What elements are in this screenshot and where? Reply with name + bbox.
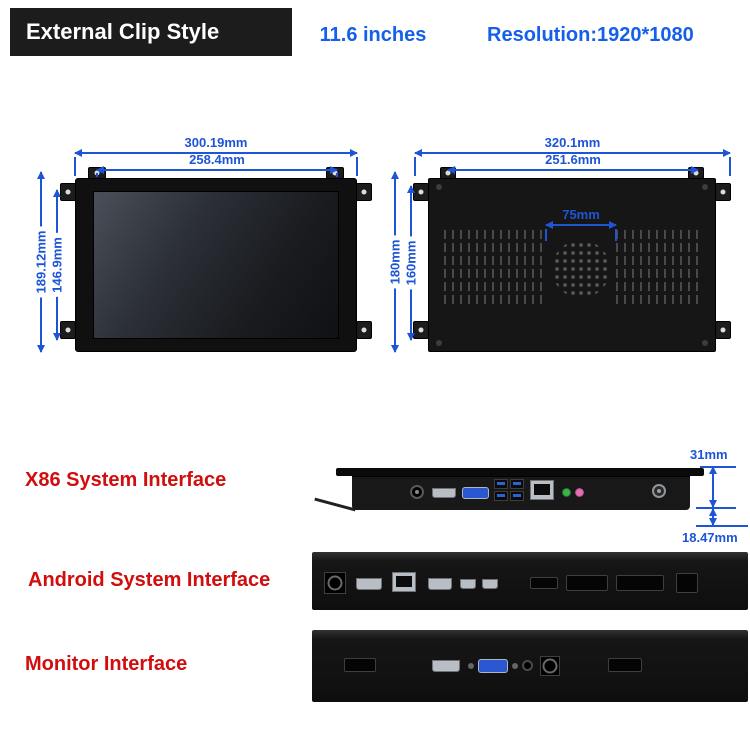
mount-clip [413, 321, 429, 339]
io-cutout [676, 573, 698, 593]
io-cutout [566, 575, 608, 591]
x86-device-front-edge [336, 468, 704, 476]
dim-front-outer-height: 189.12mm [34, 172, 49, 352]
style-title-text: External Clip Style [26, 19, 220, 44]
mount-clip [715, 321, 731, 339]
extension-line [615, 229, 617, 241]
io-cutout [344, 658, 376, 672]
extension-line [336, 173, 338, 177]
ethernet-port [392, 572, 416, 592]
ethernet-port [530, 480, 554, 500]
mount-clip [356, 183, 372, 201]
extension-line [74, 157, 76, 176]
mount-clip [60, 183, 76, 201]
dc-power-jack [540, 656, 560, 676]
dim-front-outer-width-label: 300.19mm [184, 135, 248, 150]
dim-front-inner-width: 258.4mm [97, 153, 337, 171]
io-cutout [616, 575, 664, 591]
mount-clip [60, 321, 76, 339]
audio-out-jack [562, 488, 571, 497]
dim-total-thickness [712, 467, 714, 507]
vga-port [462, 487, 489, 499]
dim-back-outer-height-label: 180mm [388, 235, 403, 289]
mount-clip [356, 321, 372, 339]
extension-line [729, 157, 731, 176]
dc-power-jack [410, 485, 424, 499]
hdmi-port [432, 488, 456, 498]
extension-line [545, 229, 547, 241]
usb-port [494, 491, 508, 501]
dim-back-outer-height: 180mm [388, 172, 403, 352]
dim-total-thickness-label: 31mm [690, 447, 728, 462]
audio-jack [522, 660, 533, 671]
mount-clip [413, 183, 429, 201]
io-cutout [530, 577, 558, 589]
mini-hdmi-port [482, 579, 498, 589]
io-cutout [608, 658, 642, 672]
extension-line [356, 157, 358, 176]
resolution-label: Resolution:1920*1080 [487, 24, 694, 46]
dim-front-outer-height-label: 189.12mm [34, 226, 49, 298]
dim-speaker-width-label: 75mm [562, 207, 600, 222]
extension-line [96, 173, 98, 177]
style-title-banner: External Clip Style [10, 8, 292, 56]
hdmi-port [432, 660, 460, 672]
dim-back-inner-width-label: 251.6mm [545, 152, 601, 167]
usb-port [510, 491, 524, 501]
mount-clip [715, 183, 731, 201]
mic-in-jack [575, 488, 584, 497]
dim-speaker-width: 75mm [546, 208, 616, 226]
dim-front-outer-width: 300.19mm [75, 136, 357, 154]
screw-hole [436, 184, 442, 190]
reference-line [696, 525, 748, 527]
usb-port [510, 479, 524, 489]
dim-front-inner-width-label: 258.4mm [189, 152, 245, 167]
vent-grille [444, 228, 546, 304]
dim-back-outer-width-label: 320.1mm [544, 135, 601, 150]
dc-power-jack [324, 572, 346, 594]
hdmi-port [356, 578, 382, 590]
screw-hole [436, 340, 442, 346]
dim-back-outer-width: 320.1mm [415, 136, 730, 154]
antenna [314, 497, 356, 512]
dim-back-inner-height: 160mm [404, 186, 419, 340]
power-button [652, 484, 666, 498]
speaker-grille [552, 240, 610, 298]
dim-front-inner-height: 146.9mm [50, 190, 65, 340]
screen-size-label: 11.6 inches [319, 24, 427, 46]
mini-hdmi-port [460, 579, 476, 589]
dim-panel-thickness [712, 509, 714, 525]
vga-port [478, 659, 508, 673]
vent-grille [616, 228, 704, 304]
reference-line [700, 466, 736, 468]
dim-back-inner-height-label: 160mm [404, 236, 419, 290]
front-view-screen [93, 191, 339, 339]
extension-line [414, 157, 416, 176]
dim-back-inner-width: 251.6mm [448, 153, 698, 171]
screw-hole [512, 663, 518, 669]
monitor-interface-label: Monitor Interface [25, 653, 188, 675]
usb-port [494, 479, 508, 489]
screw-hole [702, 340, 708, 346]
android-interface-label: Android System Interface [28, 569, 271, 591]
screw-hole [468, 663, 474, 669]
screw-hole [702, 184, 708, 190]
dim-panel-thickness-label: 18.47mm [682, 530, 738, 545]
displayport [428, 578, 452, 590]
x86-interface-label: X86 System Interface [25, 469, 227, 491]
dim-front-inner-height-label: 146.9mm [50, 233, 65, 297]
